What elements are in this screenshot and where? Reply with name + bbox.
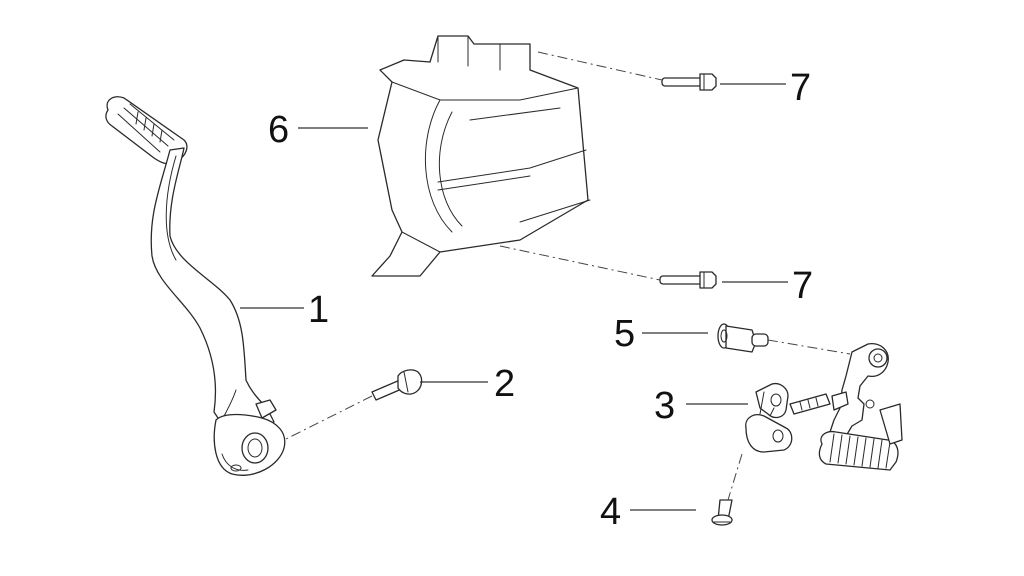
leader-lines bbox=[240, 83, 788, 511]
callout-labels: 1 2 3 4 5 6 7 7 bbox=[268, 67, 813, 533]
callout-4: 4 bbox=[600, 491, 621, 533]
part-3-shift-linkage bbox=[745, 382, 831, 453]
part-1-kick-lever bbox=[105, 96, 286, 476]
part-6-sprocket-cover bbox=[371, 35, 591, 277]
gear-shift-pedal bbox=[818, 343, 903, 471]
axis-upper-bolt bbox=[537, 51, 663, 81]
axis-small-bolt bbox=[727, 453, 743, 501]
callout-5: 5 bbox=[614, 313, 635, 355]
callout-1: 1 bbox=[308, 289, 329, 331]
part-7-lower-bolt bbox=[659, 271, 717, 289]
part-4-small-bolt bbox=[711, 499, 733, 526]
assembly-axis-lines bbox=[283, 51, 851, 501]
part-2-pinch-bolt bbox=[371, 369, 423, 401]
callout-6: 6 bbox=[268, 109, 289, 151]
callout-2: 2 bbox=[494, 363, 515, 405]
axis-pinch-bolt bbox=[283, 395, 373, 441]
callout-3: 3 bbox=[654, 385, 675, 427]
axis-pivot-bolt bbox=[767, 339, 851, 355]
callout-7-upper: 7 bbox=[790, 67, 811, 109]
part-5-pivot-bolt bbox=[717, 323, 769, 353]
part-7-upper-bolt bbox=[661, 73, 717, 91]
callout-7-lower: 7 bbox=[792, 265, 813, 307]
axis-lower-bolt bbox=[499, 245, 661, 281]
